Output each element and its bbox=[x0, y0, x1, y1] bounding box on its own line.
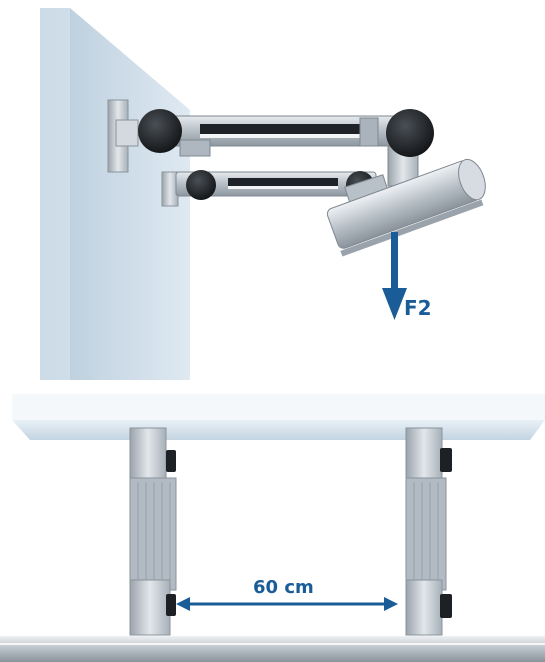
force-arrow-icon bbox=[382, 232, 407, 320]
knob-icon bbox=[440, 448, 452, 472]
bottom-rail bbox=[0, 636, 545, 662]
distance-arrow-icon bbox=[176, 597, 398, 611]
knob-icon bbox=[186, 170, 216, 200]
shelf-illustration bbox=[0, 394, 545, 662]
shelf-board bbox=[12, 394, 545, 420]
wall-panel bbox=[40, 8, 190, 380]
force-label: F2 bbox=[404, 296, 432, 320]
wall-mount-illustration bbox=[40, 8, 486, 380]
distance-label: 60 cm bbox=[253, 577, 314, 598]
mounting-rail bbox=[326, 158, 486, 257]
knob-icon bbox=[386, 109, 434, 157]
knob-icon bbox=[440, 594, 452, 618]
left-bracket bbox=[129, 427, 177, 636]
knob-icon bbox=[166, 450, 176, 472]
knob-icon bbox=[138, 109, 182, 153]
wall-edge bbox=[40, 8, 70, 380]
knob-icon bbox=[166, 594, 176, 616]
right-bracket bbox=[405, 427, 452, 636]
